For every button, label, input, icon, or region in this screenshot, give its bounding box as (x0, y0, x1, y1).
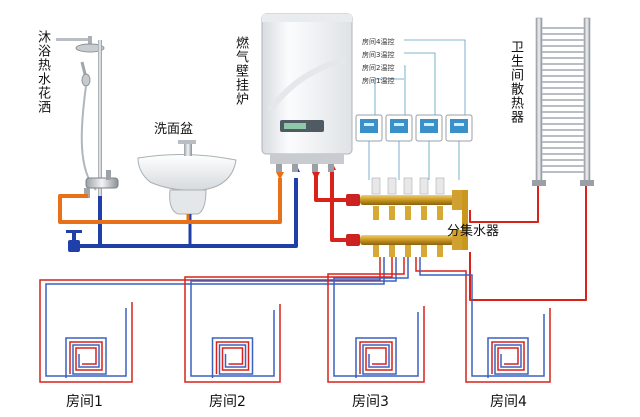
shower-fixture (56, 36, 119, 208)
room-2-label: 房间2 (209, 394, 246, 410)
manifold-valve (419, 177, 429, 195)
wash-basin (137, 140, 237, 215)
thermostat-wire (374, 78, 404, 115)
manifold-port (373, 206, 379, 220)
gas-boiler (261, 13, 353, 172)
return-pipe (190, 257, 397, 377)
boiler-label: 燃气壁挂炉 (233, 36, 248, 106)
manifold-port (437, 206, 443, 220)
manifold-valve (371, 177, 381, 195)
return-pipe (45, 257, 385, 377)
spiral-return (487, 337, 529, 378)
radiator-label: 卫生间散热器 (508, 40, 523, 124)
shower-label: 沐浴热水花洒 (35, 30, 50, 114)
distribution-manifold (346, 177, 468, 257)
return-pipe (419, 257, 545, 377)
control-wires (368, 39, 466, 180)
floor-heating-loops (39, 257, 551, 383)
thermostat-2-label: 房间2温控 (362, 64, 395, 72)
inlet-valve (66, 230, 82, 252)
thermostat-4-label: 房间4温控 (362, 38, 395, 46)
spiral-supply (215, 341, 250, 374)
basin-label: 洗面盆 (154, 122, 194, 137)
manifold-port (389, 206, 395, 220)
manifold-valve (387, 177, 397, 195)
thermostat-2 (385, 114, 413, 142)
thermostat-4 (445, 114, 473, 142)
spiral-return (211, 337, 254, 378)
manifold-valve (435, 177, 445, 195)
return-pipe (333, 257, 419, 377)
spiral-supply (359, 341, 393, 374)
thermostat-wire (404, 65, 406, 115)
thermostat-3 (415, 114, 443, 142)
thermostat-wire (404, 39, 466, 115)
supply-pipe (415, 257, 551, 383)
thermostat-1-label: 房间1温控 (362, 77, 395, 85)
pipe-network (58, 168, 587, 301)
spiral-supply (69, 341, 103, 374)
manifold-port (405, 245, 411, 257)
room-1-loop (39, 257, 385, 383)
manifold-port (421, 206, 427, 220)
flow-arrows (276, 162, 336, 180)
supply-pipe (39, 257, 381, 383)
manifold-port (437, 245, 443, 257)
thermostat-wire (404, 52, 436, 115)
manifold-label: 分集水器 (447, 224, 500, 239)
manifold-valve (403, 177, 413, 195)
spiral-return (65, 337, 107, 378)
room-1-label: 房间1 (66, 394, 103, 410)
room-thermostats (355, 114, 473, 142)
thermostat-3-label: 房间3温控 (362, 51, 395, 59)
manifold-port (389, 245, 395, 257)
manifold-port (405, 206, 411, 220)
room-3-label: 房间3 (352, 394, 389, 410)
towel-radiator (532, 17, 594, 186)
room-3-loop (327, 257, 425, 383)
room-4-loop (415, 257, 551, 383)
supply-pipe (327, 257, 425, 383)
spiral-return (355, 337, 397, 378)
thermostat-1 (355, 114, 383, 142)
manifold-port (373, 245, 379, 257)
room-2-loop (184, 257, 397, 383)
spiral-supply (491, 341, 525, 374)
room-4-label: 房间4 (490, 394, 527, 410)
manifold-port (421, 245, 427, 257)
